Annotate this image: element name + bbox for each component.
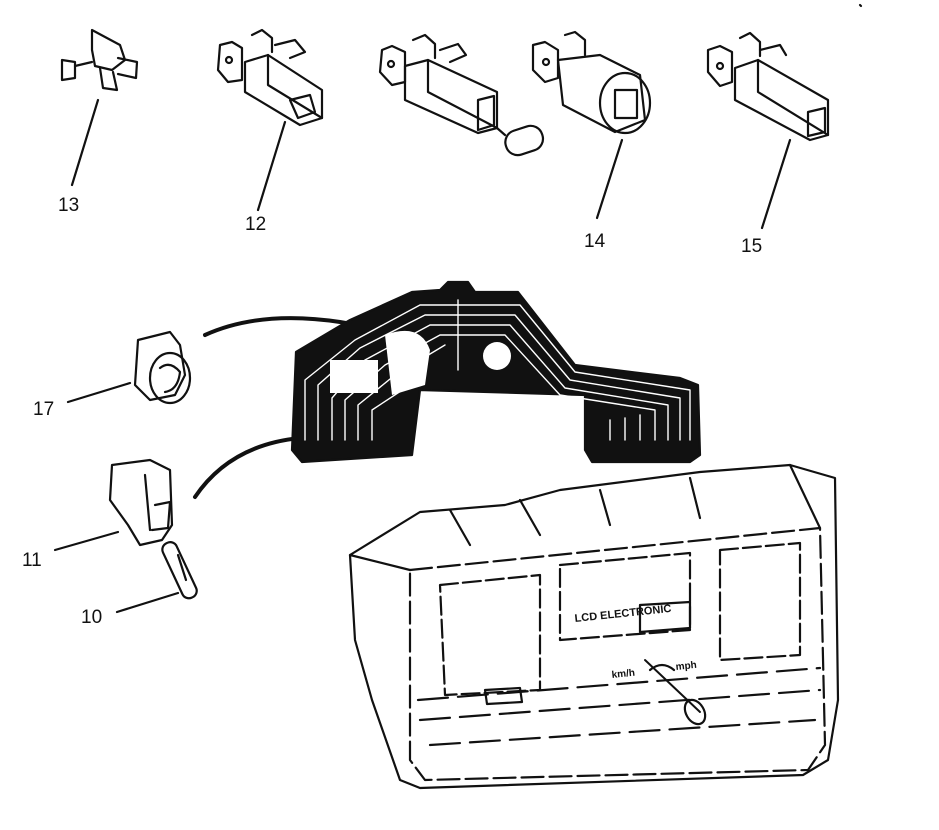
printed-circuit-board — [290, 280, 702, 464]
bulb-holder-twist — [133, 330, 192, 405]
bulb-holder-clip — [60, 28, 139, 92]
festoon-bulb — [161, 541, 198, 600]
leader-line-12 — [256, 120, 287, 212]
instrument-cluster-housing — [348, 463, 840, 790]
kmh-label: km/h — [611, 668, 635, 681]
leader-line-13 — [70, 98, 100, 187]
callout-15: 15 — [741, 236, 763, 257]
callout-10: 10 — [81, 607, 103, 628]
leader-line-14 — [595, 138, 624, 220]
bulb-holder-square — [706, 31, 830, 142]
bulb-holder — [216, 28, 324, 127]
callout-13: 13 — [58, 195, 80, 216]
bulb-holder-round — [531, 30, 652, 135]
wire-lower — [193, 436, 302, 499]
leader-line-11 — [53, 530, 120, 552]
callout-11: 11 — [22, 550, 42, 571]
stray-dot — [858, 3, 863, 8]
callout-14: 14 — [584, 231, 606, 252]
callout-17: 17 — [33, 399, 55, 420]
mph-label: mph — [675, 660, 697, 673]
leader-line-15 — [760, 138, 792, 230]
bulb-socket — [108, 458, 174, 547]
leader-line-17 — [66, 381, 132, 404]
leader-line-10 — [115, 591, 180, 614]
bulb-holder-with-bulb — [378, 33, 545, 157]
callout-12: 12 — [245, 214, 267, 235]
